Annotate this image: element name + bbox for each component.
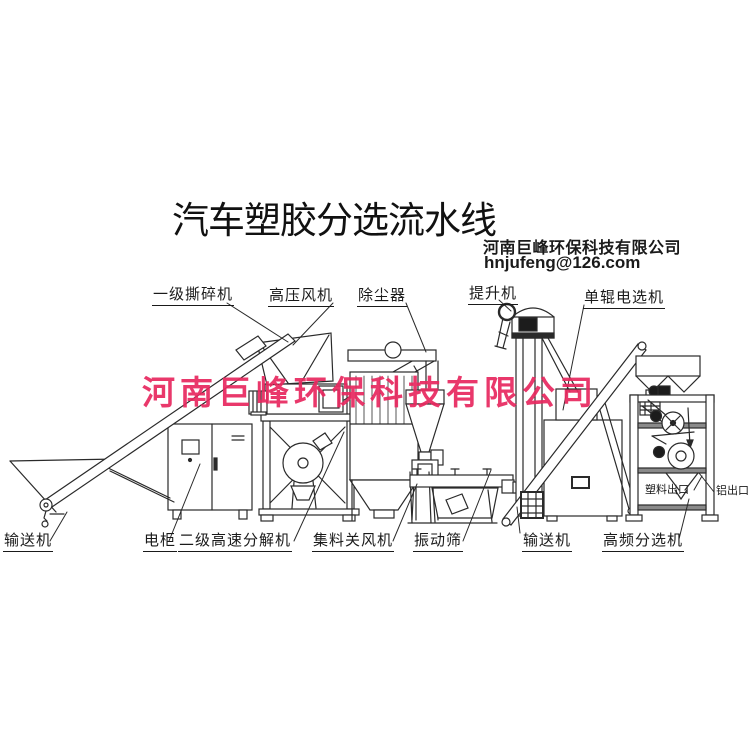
label-high-pressure-fan: 高压风机 bbox=[268, 288, 335, 307]
label-conveyor-right: 输送机 bbox=[522, 533, 573, 552]
electric-cabinet-drawing bbox=[167, 423, 253, 520]
cyclone-airlock-drawing bbox=[405, 389, 445, 521]
left-conveyor-drawing bbox=[9, 333, 296, 528]
label-single-roller-separator: 单辊电选机 bbox=[583, 290, 666, 309]
label-secondary-decomposer: 二级高速分解机 bbox=[178, 533, 293, 552]
company-name: 河南巨峰环保科技有限公司 bbox=[483, 240, 682, 257]
label-aluminum-outlet: 铝出口 bbox=[716, 485, 749, 497]
label-electric-cabinet: 电柜 bbox=[143, 533, 178, 552]
label-plastic-outlet: 塑料出口 bbox=[645, 484, 689, 496]
label-collection-airlock: 集料关风机 bbox=[312, 533, 395, 552]
leader-lines bbox=[49, 299, 715, 542]
company-email: hnjufeng@126.com bbox=[484, 253, 641, 272]
label-high-frequency-sorter: 高频分选机 bbox=[602, 533, 685, 552]
page-title: 汽车塑胶分选流水线 bbox=[172, 201, 497, 242]
high-frequency-sorter-drawing bbox=[625, 355, 719, 522]
label-bucket-elevator: 提升机 bbox=[468, 286, 519, 305]
vibrating-screen-drawing bbox=[407, 468, 526, 524]
label-dust-collector: 除尘器 bbox=[357, 288, 408, 307]
label-primary-shredder: 一级撕碎机 bbox=[152, 287, 235, 306]
label-vibrating-screen: 振动筛 bbox=[413, 533, 464, 552]
right-conveyor-drawing bbox=[501, 341, 647, 527]
bucket-elevator-drawing bbox=[494, 302, 579, 517]
label-conveyor-left: 输送机 bbox=[3, 533, 54, 552]
